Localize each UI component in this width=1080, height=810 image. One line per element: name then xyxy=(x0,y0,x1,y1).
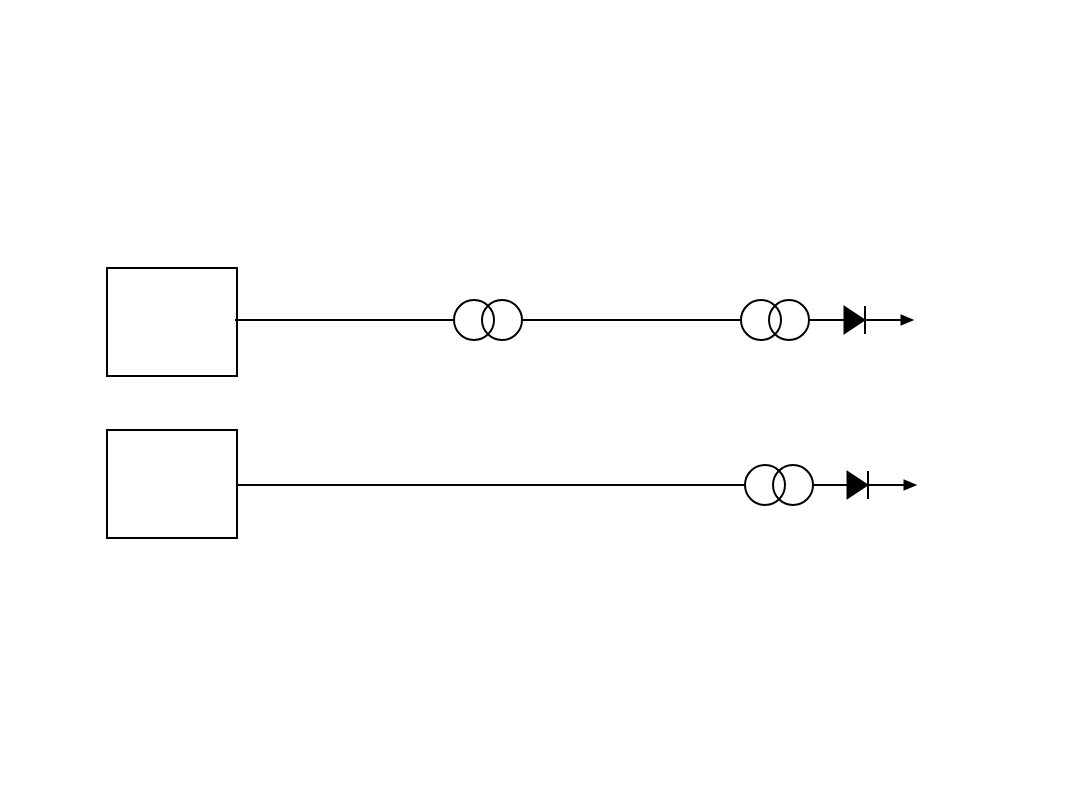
arrow-icon xyxy=(903,479,918,491)
line-1 xyxy=(106,267,915,377)
diode-icon xyxy=(843,305,866,335)
arrow-icon xyxy=(900,314,915,326)
diode-icon xyxy=(846,470,869,500)
source-box xyxy=(106,429,238,539)
source-box xyxy=(106,267,238,377)
transformer-icon xyxy=(744,464,814,506)
transformer-icon xyxy=(453,299,523,341)
transformer-icon xyxy=(740,299,810,341)
line-2 xyxy=(106,429,918,539)
